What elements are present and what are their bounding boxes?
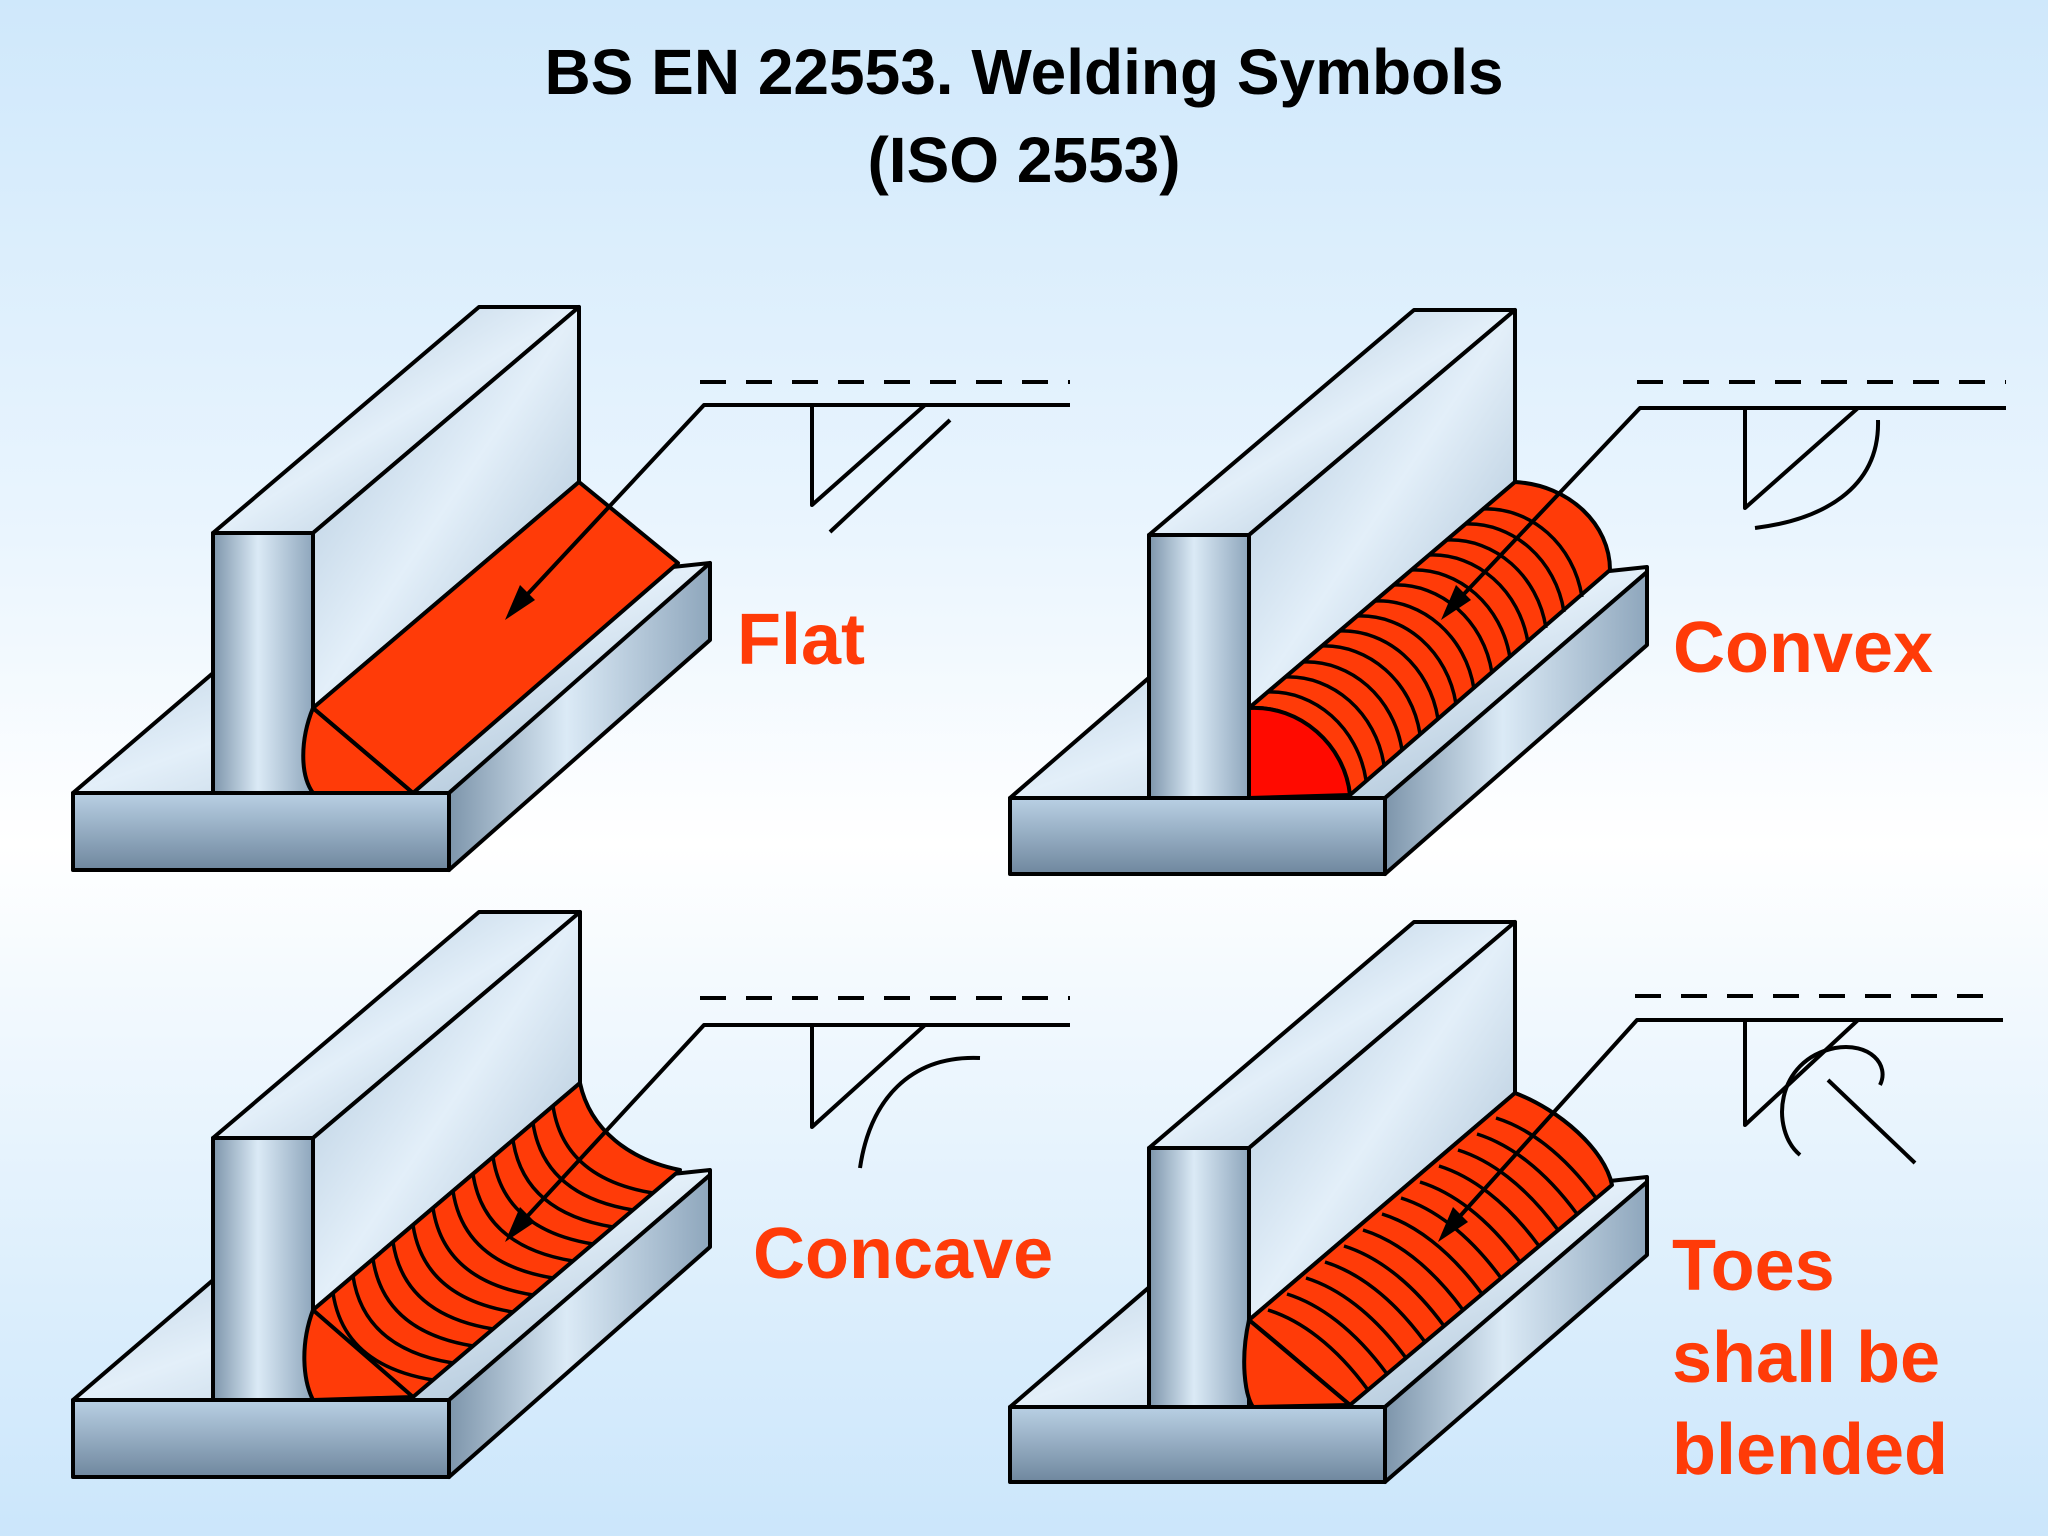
label-concave: Concave (753, 1214, 1054, 1294)
weld-ripples-concave (331, 1105, 654, 1382)
weld-ripples-convex (1266, 507, 1584, 781)
panel-blended (1008, 920, 2003, 1484)
base-plate-side (447, 561, 712, 872)
fillet-symbol-blended (1743, 1018, 1860, 1127)
fillet-symbol-concave (810, 1023, 927, 1129)
title-line-2: (ISO 2553) (867, 124, 1181, 196)
panel-flat (71, 305, 1070, 872)
panel-concave (71, 910, 1070, 1479)
title-line-1: BS EN 22553. Welding Symbols (544, 36, 1504, 108)
panel-convex (1008, 308, 2006, 876)
label-flat: Flat (737, 600, 866, 680)
web-plate-front (211, 531, 315, 795)
convex-contour-symbol (1754, 419, 1881, 530)
weld-root-convex (1247, 705, 1352, 800)
base-plate-front (71, 791, 451, 872)
fillet-symbol-flat (810, 403, 927, 507)
arrow-line-flat (508, 403, 1070, 615)
arrow-head-flat (505, 585, 535, 620)
label-convex: Convex (1673, 608, 1934, 688)
weld-ripples-blended (1267, 1116, 1598, 1392)
label-blended: Toes shall be blended (1672, 1226, 1949, 1490)
blended-toe-symbol (1780, 1045, 1885, 1157)
concave-contour-symbol (858, 1055, 981, 1169)
flat-contour-symbol (828, 418, 952, 534)
fillet-symbol-convex (1743, 406, 1860, 510)
